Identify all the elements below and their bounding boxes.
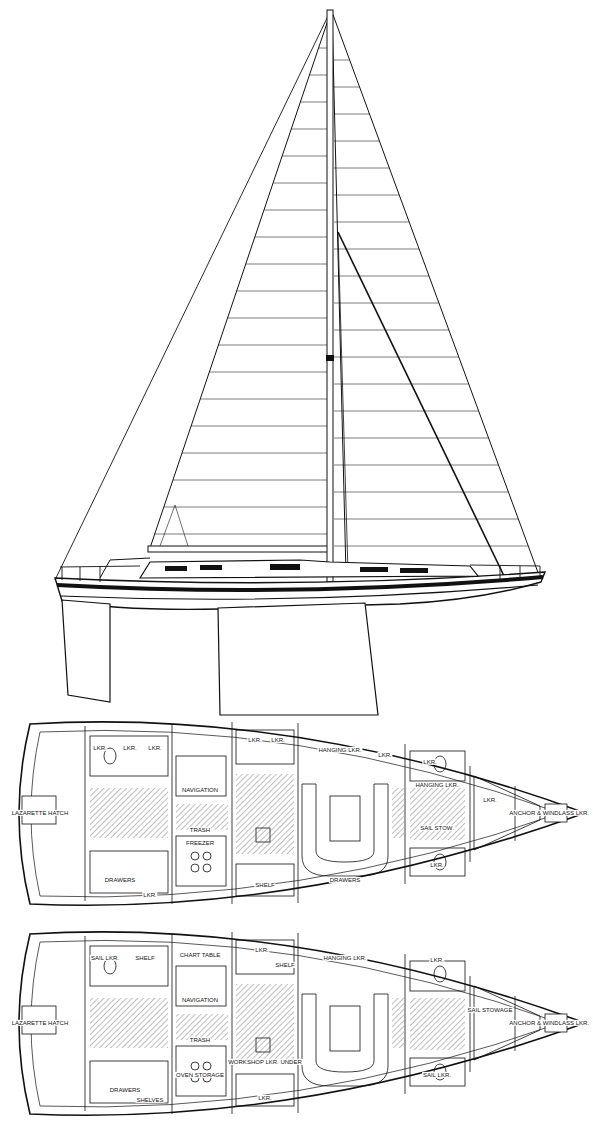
jib-seam — [334, 546, 528, 547]
mainsail-batten — [209, 372, 327, 373]
compartment-label: LKR. — [377, 752, 392, 758]
jib-seam — [334, 276, 429, 277]
compartment-label: LKR. — [142, 892, 157, 898]
mainsail-batten — [191, 426, 327, 427]
compartment-label: SAIL LKR. — [422, 1072, 452, 1078]
mainsail-batten — [309, 75, 327, 76]
compartment-label: LKR. — [254, 947, 269, 953]
jib-seam — [334, 249, 419, 250]
jib-seam — [334, 384, 469, 385]
compartment-label: DRAWERS — [329, 877, 361, 883]
jib-seam — [334, 411, 479, 412]
compartment-label: DRAWERS — [104, 877, 136, 883]
mainsail-batten — [273, 183, 327, 184]
compartment-label: HANGING LKR. — [322, 955, 367, 961]
mainsail-batten — [164, 507, 327, 508]
mainsail-batten — [319, 48, 327, 49]
jib-seam — [334, 195, 399, 196]
compartment-label: WORKSHOP LKR. UNDER — [227, 1059, 303, 1065]
mainsail-batten — [237, 291, 327, 292]
compartment-label: ANCHOR & WINDLASS LKR. — [508, 1020, 590, 1026]
jib-seam — [334, 357, 459, 358]
jib-seam — [334, 438, 489, 439]
compartment-label: HANGING LKR. — [317, 747, 362, 753]
compartment-label: NAVIGATION — [181, 997, 219, 1003]
mainsail-batten — [255, 237, 327, 238]
mainsail-batten — [282, 156, 327, 157]
mainsail-batten — [264, 210, 327, 211]
compartment-label: LKR. — [482, 797, 497, 803]
jib-seam — [334, 303, 439, 304]
mainsail-batten — [246, 264, 327, 265]
compartment-label: SHELF — [134, 955, 155, 961]
compartment-label: SAIL LKR. — [90, 955, 120, 961]
compartment-label: LKR. — [429, 957, 444, 963]
compartment-label: TRASH — [189, 1037, 211, 1043]
compartment-label: LKR. — [122, 745, 137, 751]
compartment-label: CHART TABLE — [179, 952, 222, 958]
mainsail-batten — [218, 345, 327, 346]
compartment-label: LKR. — [147, 745, 162, 751]
compartment-label: HANGING LKR. — [414, 782, 459, 788]
compartment-label: SHELF — [274, 962, 295, 968]
compartment-label: LKR. — [247, 737, 262, 743]
compartment-label: LKR. — [422, 759, 437, 765]
jib-seam — [334, 114, 369, 115]
mainsail-batten — [228, 318, 327, 319]
compartment-label: NAVIGATION — [181, 787, 219, 793]
compartment-label: OVEN STORAGE — [175, 1072, 225, 1078]
compartment-label: LAZARETTE HATCH — [11, 1020, 70, 1026]
compartment-label: SHELF — [254, 882, 275, 888]
compartment-label: LAZARETTE HATCH — [11, 810, 70, 816]
compartment-label: LKR. — [92, 745, 107, 751]
compartment-label: TRASH — [189, 827, 211, 833]
jib-seam — [334, 222, 409, 223]
jib-seam — [334, 492, 508, 493]
jib-seam — [334, 87, 360, 88]
jib-seam — [334, 60, 350, 61]
compartment-label: LKR. — [257, 1095, 272, 1101]
compartment-label: SAIL STOW. — [419, 825, 455, 831]
jib-seam — [334, 168, 389, 169]
mainsail-batten — [182, 453, 327, 454]
mainsail-batten — [291, 129, 327, 130]
jib-seam — [334, 465, 498, 466]
mainsail-batten — [173, 480, 327, 481]
mainsail-batten — [200, 399, 327, 400]
compartment-label: ANCHOR & WINDLASS LKR. — [508, 810, 590, 816]
jib-seam — [334, 330, 449, 331]
compartment-label: FREEZER — [185, 840, 215, 846]
jib-seam — [334, 141, 379, 142]
compartment-label: SHELVES — [135, 1097, 164, 1103]
compartment-label: SAIL STOWAGE — [467, 1007, 514, 1013]
compartment-label: LKR. — [270, 737, 285, 743]
jib-seam — [334, 519, 518, 520]
compartment-label: DRAWERS — [109, 1087, 141, 1093]
compartment-label: LKR. — [429, 862, 444, 868]
mainsail-batten — [155, 534, 327, 535]
mainsail-batten — [300, 102, 327, 103]
